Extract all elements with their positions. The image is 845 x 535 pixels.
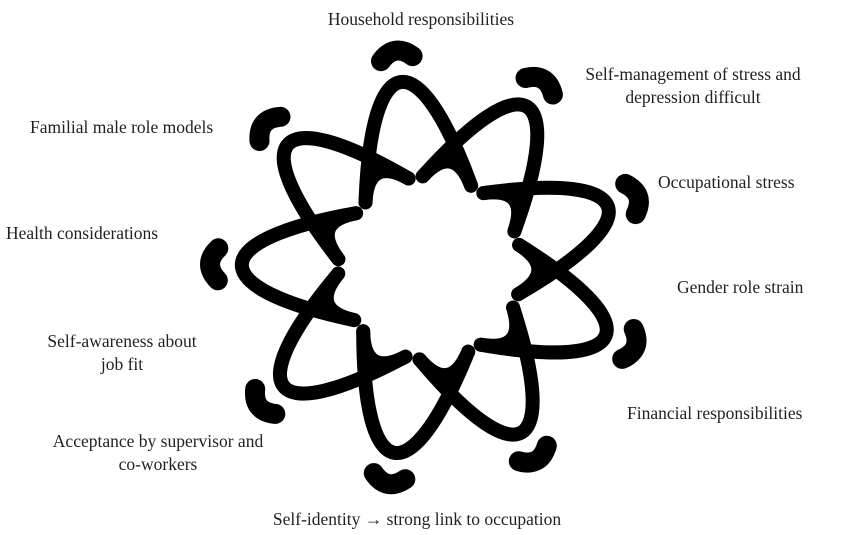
label-self-identity: Self-identity → strong link to occupatio… — [272, 509, 562, 529]
knot-loops — [200, 40, 649, 495]
knot-loop-tip-3 — [615, 173, 649, 225]
knot-loop-tip-4 — [612, 319, 647, 369]
label-gender-role-strain: Gender role strain — [677, 277, 804, 297]
label-self-awareness-job-fit: Self-awareness about job fit — [22, 330, 222, 376]
label-household-responsibilities: Household responsibilities — [327, 9, 515, 29]
knot-loop-1 — [358, 74, 479, 210]
label-financial-responsibilities: Financial responsibilities — [627, 403, 803, 423]
knot-loop-7 — [273, 266, 413, 401]
knot-connector-9 — [358, 164, 416, 210]
knot-loop-4 — [473, 237, 614, 360]
label-self-management-line-2: depression difficult — [625, 87, 761, 107]
label-acceptance-by-supervisor: Acceptance by supervisor and co-workers — [20, 430, 296, 476]
label-acceptance-line-1: Acceptance by supervisor and — [52, 431, 264, 451]
label-self-awareness-line-1: Self-awareness about — [47, 331, 197, 351]
label-self-management-line-1: Self-management of stress and — [585, 64, 801, 84]
knot-loop-tip-6 — [363, 463, 416, 495]
knot-loop-3 — [476, 180, 616, 302]
label-familial-male-role-models: Familial male role models — [30, 117, 214, 137]
knot-loop-8 — [235, 206, 364, 328]
label-health-considerations: Health considerations — [6, 223, 159, 243]
knot-loop-tip-7 — [244, 379, 286, 424]
label-self-awareness-line-2: job fit — [100, 354, 144, 374]
knot-loop-5 — [412, 300, 540, 442]
knot-loop-tip-2 — [515, 67, 563, 105]
knot-loop-tip-5 — [508, 435, 557, 473]
label-occupational-stress: Occupational stress — [658, 172, 795, 192]
knot-loop-9 — [276, 131, 416, 267]
label-acceptance-line-2: co-workers — [118, 454, 198, 474]
label-self-management-stress: Self-management of stress and depression… — [562, 63, 824, 109]
knot-loop-2 — [415, 97, 545, 239]
knot-loop-6 — [356, 324, 476, 460]
knot-loop-tip-8 — [200, 238, 229, 291]
knot-loop-tip-9 — [249, 106, 291, 151]
knot-loop-tip-1 — [371, 40, 423, 72]
